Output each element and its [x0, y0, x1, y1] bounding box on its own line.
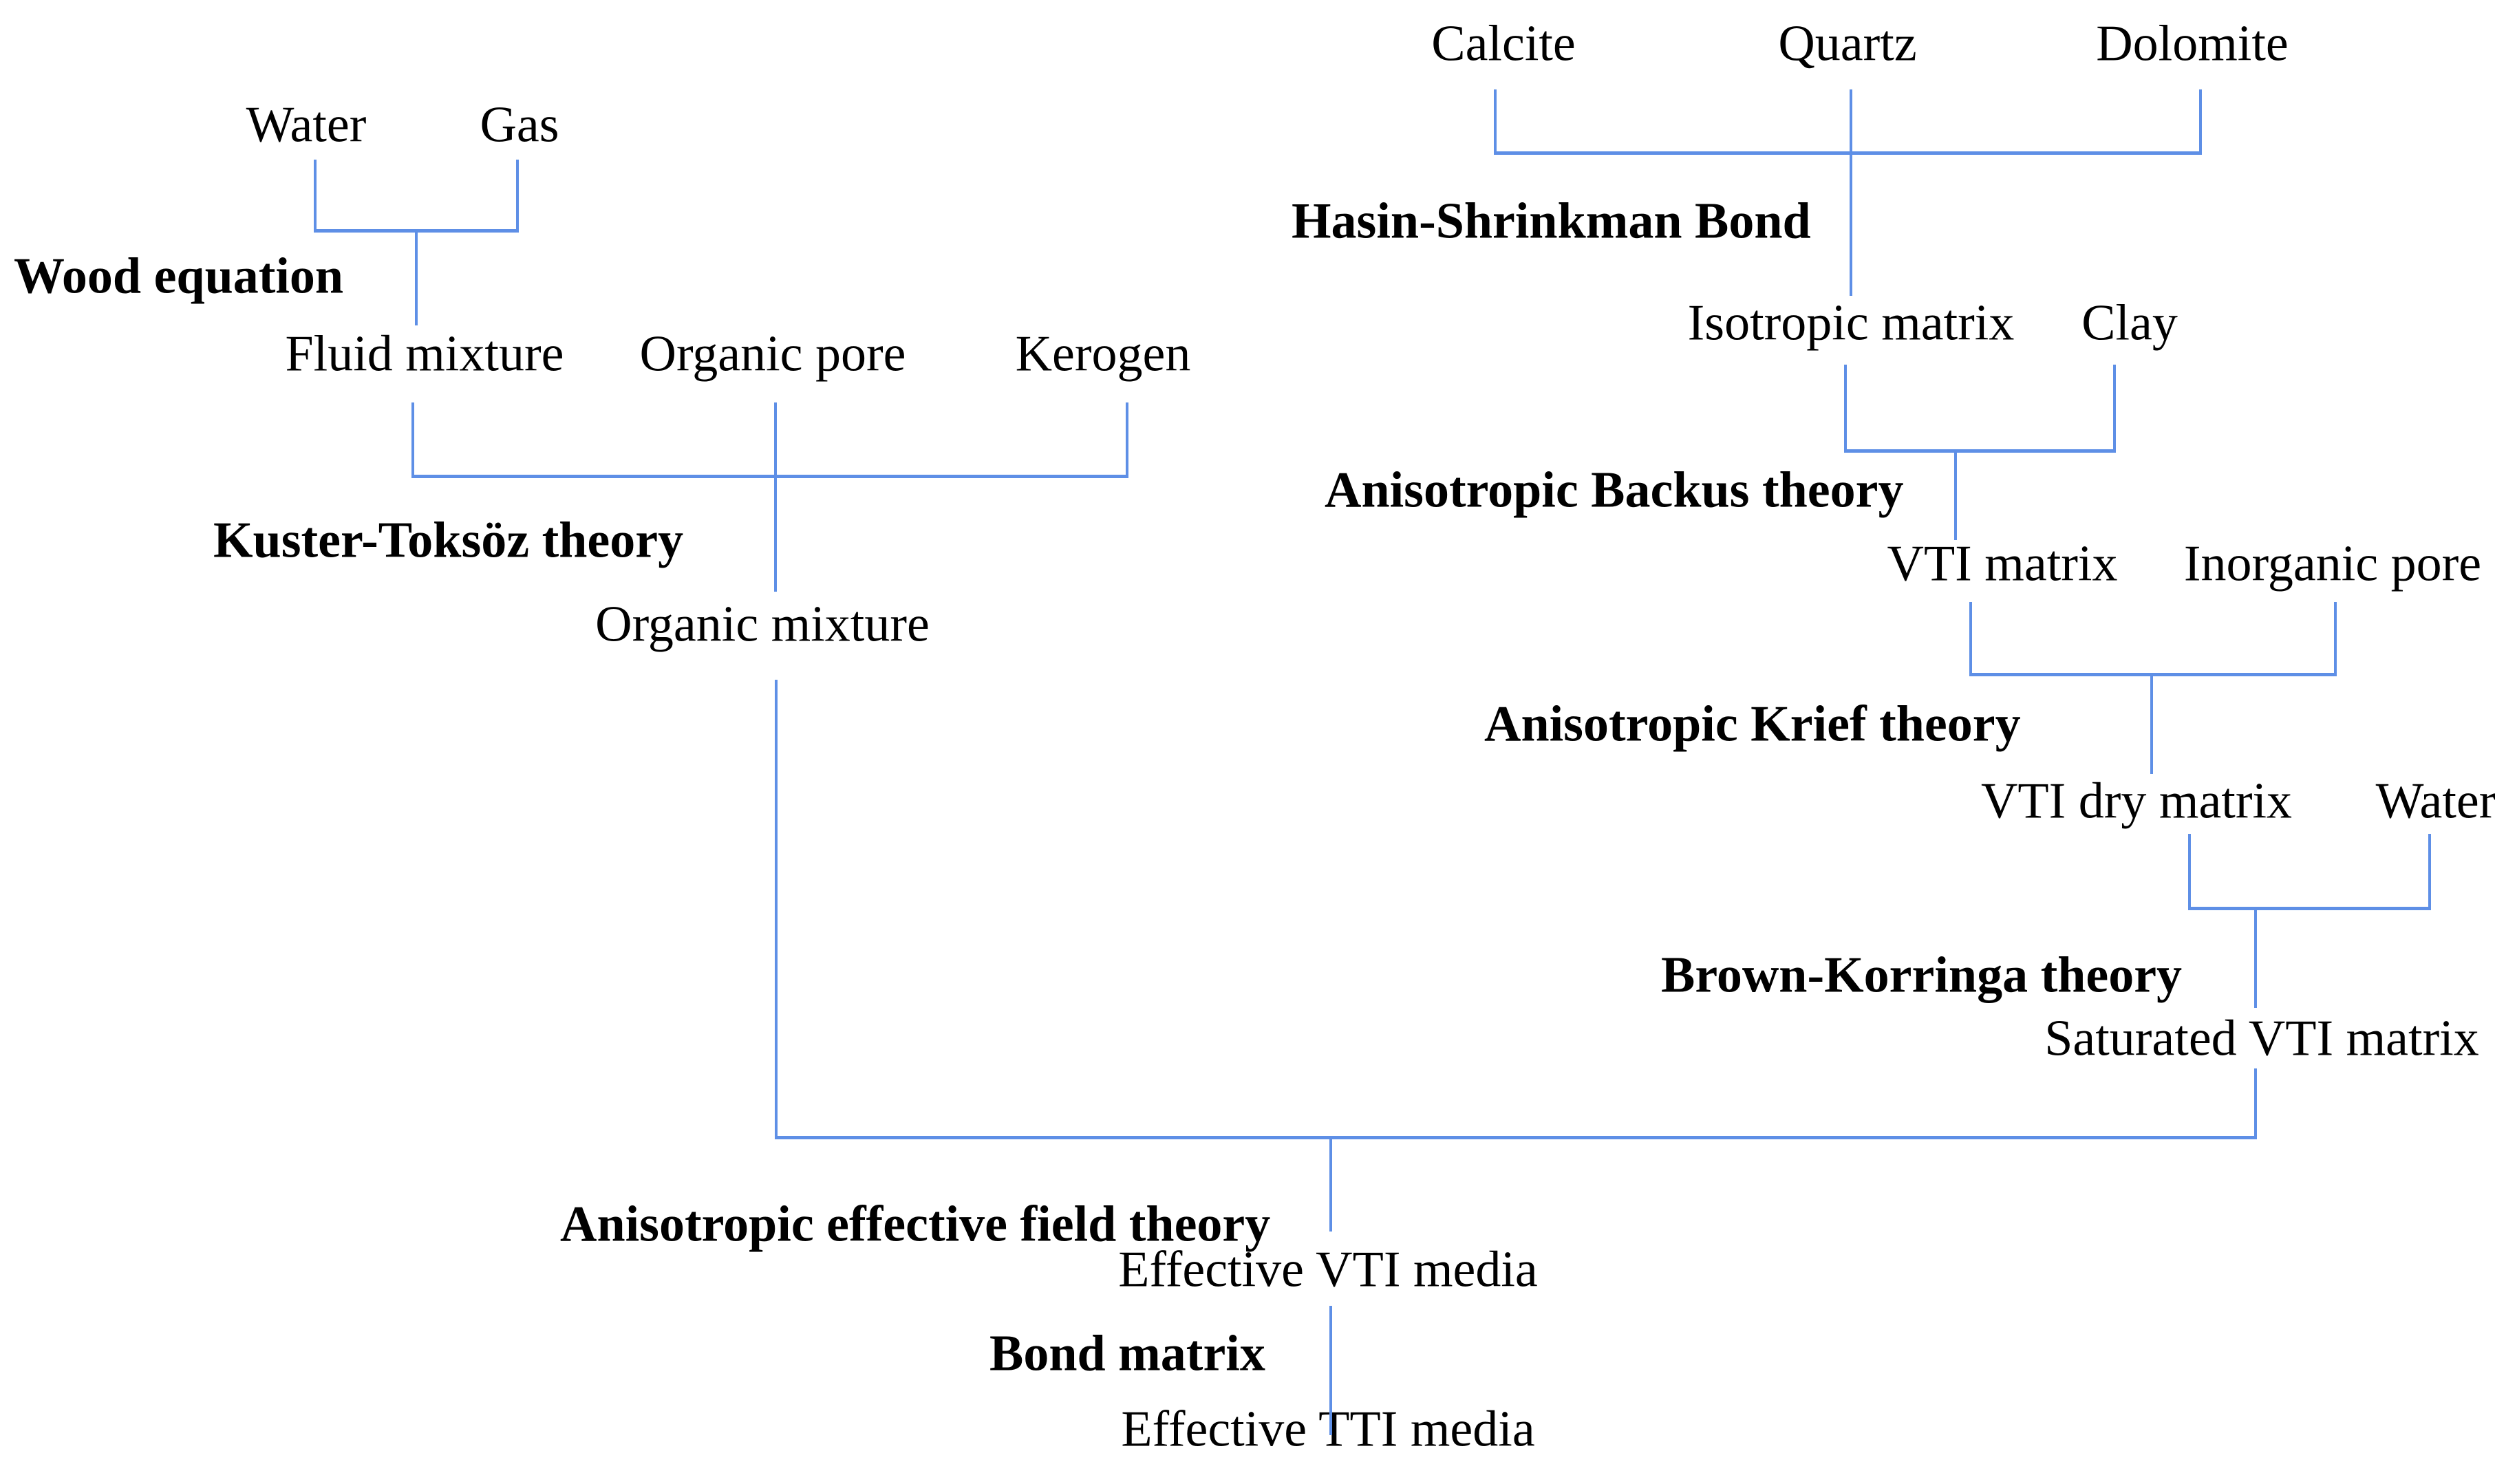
node-kerogen: Kerogen — [1015, 325, 1191, 383]
node-calcite: Calcite — [1431, 15, 1576, 72]
node-saturated-vti-matrix: Saturated VTI matrix — [2044, 1010, 2479, 1067]
node-vti-matrix: VTI matrix — [1887, 535, 2118, 592]
connector-line — [2199, 89, 2202, 154]
node-effective-vti-media: Effective VTI media — [1118, 1241, 1538, 1298]
node-organic-mixture: Organic mixture — [595, 596, 930, 653]
theory-bond-matrix: Bond matrix — [989, 1325, 1265, 1382]
theory-kuster-toksoz: Kuster-Toksöz theory — [213, 512, 684, 569]
connector-line — [314, 160, 317, 232]
connector-line — [415, 229, 418, 325]
connector-line — [2254, 907, 2257, 1008]
connector-line — [2334, 602, 2337, 676]
node-gas: Gas — [480, 96, 559, 153]
connector-line — [1844, 449, 2116, 453]
node-fluid-mixture: Fluid mixture — [285, 325, 564, 383]
connector-line — [2188, 907, 2431, 910]
theory-effective-field: Anisotropic effective field theory — [560, 1196, 1271, 1253]
connector-line — [1329, 1306, 1332, 1435]
connector-line — [775, 680, 778, 1139]
connector-line — [2113, 365, 2116, 452]
connector-line — [1850, 89, 1852, 296]
theory-brown-korringa: Brown-Korringa theory — [1661, 947, 2183, 1004]
theory-backus: Anisotropic Backus theory — [1325, 462, 1904, 519]
connector-line — [1954, 449, 1957, 540]
node-vti-dry-matrix: VTI dry matrix — [1980, 773, 2293, 830]
connector-line — [1969, 602, 1972, 676]
connector-line — [1126, 402, 1128, 477]
node-organic-pore: Organic pore — [639, 325, 906, 383]
theory-wood-equation: Wood equation — [14, 248, 344, 305]
connector-line — [775, 1136, 2257, 1139]
connector-line — [774, 402, 777, 592]
connector-line — [1969, 673, 2337, 676]
node-dolomite: Dolomite — [2096, 15, 2289, 72]
node-clay: Clay — [2081, 294, 2178, 352]
connector-line — [2428, 834, 2431, 910]
connector-line — [1494, 89, 1497, 154]
node-water-left: Water — [246, 96, 367, 153]
connector-line — [411, 475, 1128, 478]
connector-line — [1494, 151, 2202, 155]
connector-line — [411, 402, 414, 477]
connector-line — [2254, 1068, 2257, 1139]
node-water-right: Water — [2375, 773, 2495, 830]
connector-line — [1844, 365, 1847, 452]
connector-line — [516, 160, 519, 232]
connector-line — [2188, 834, 2191, 910]
theory-hasin-shrinkman: Hasin-Shrinkman Bond — [1292, 193, 1811, 250]
connector-line — [1329, 1136, 1332, 1232]
node-isotropic-matrix: Isotropic matrix — [1687, 294, 2015, 352]
node-quartz: Quartz — [1778, 15, 1917, 72]
connector-line — [2150, 673, 2153, 774]
node-effective-tti-media: Effective TTI media — [1121, 1401, 1535, 1458]
theory-krief: Anisotropic Krief theory — [1484, 696, 2021, 753]
node-inorganic-pore: Inorganic pore — [2183, 535, 2482, 592]
